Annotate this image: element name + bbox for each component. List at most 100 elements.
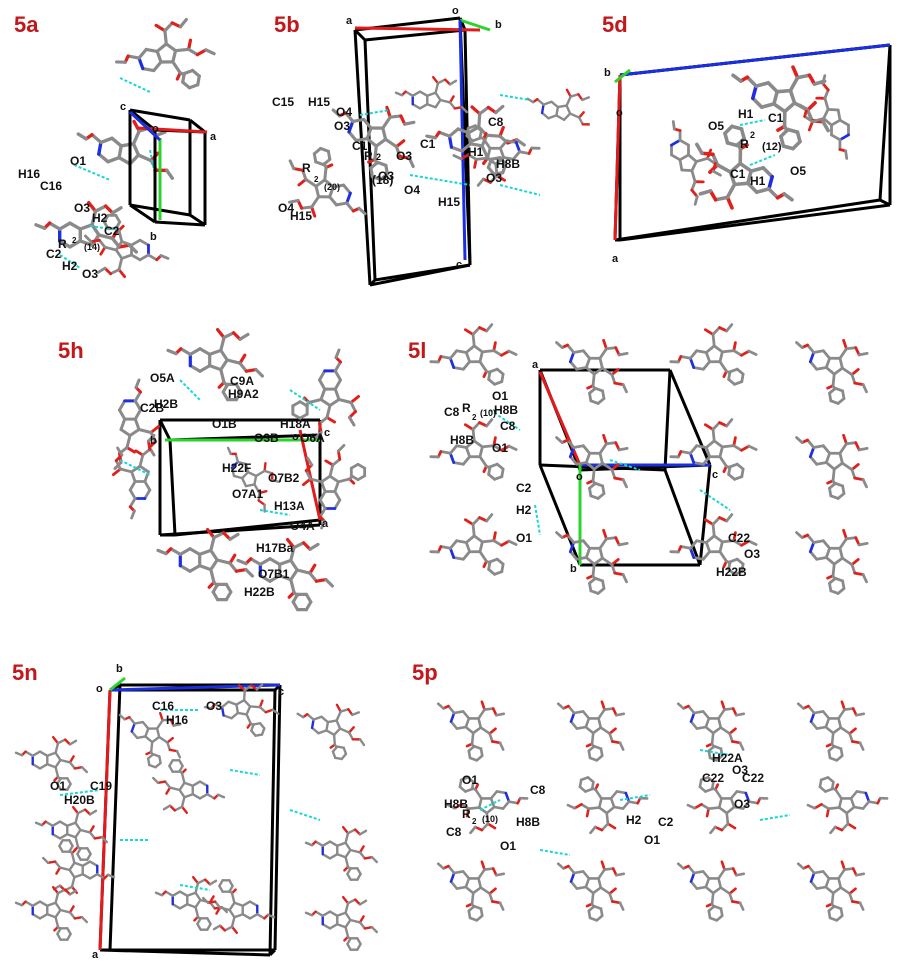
atom-label: C16 bbox=[40, 179, 62, 193]
bond bbox=[584, 461, 596, 471]
bond bbox=[575, 461, 588, 466]
bond bbox=[707, 806, 721, 810]
bond bbox=[459, 153, 470, 161]
bond bbox=[138, 464, 150, 474]
bond bbox=[159, 711, 164, 722]
bond bbox=[439, 450, 452, 455]
bond bbox=[152, 60, 163, 73]
bond bbox=[117, 144, 123, 160]
bond bbox=[206, 917, 212, 926]
bond bbox=[580, 803, 590, 810]
bond bbox=[218, 906, 231, 912]
bond bbox=[449, 145, 464, 153]
bond bbox=[492, 349, 503, 357]
molecule bbox=[14, 735, 89, 791]
bond bbox=[599, 747, 604, 758]
bond bbox=[732, 444, 743, 452]
bond bbox=[310, 718, 315, 730]
unit-cell-edge bbox=[129, 108, 156, 132]
bond bbox=[798, 103, 809, 111]
bond bbox=[344, 911, 352, 922]
molecule bbox=[670, 120, 722, 206]
bond bbox=[241, 913, 252, 920]
bond bbox=[188, 347, 202, 356]
bond bbox=[821, 710, 831, 720]
bond bbox=[772, 102, 787, 114]
bond bbox=[328, 398, 341, 407]
bond bbox=[839, 907, 844, 918]
bond bbox=[116, 446, 124, 457]
bond bbox=[850, 373, 857, 385]
bond bbox=[449, 720, 459, 730]
bond bbox=[271, 708, 280, 715]
bond bbox=[304, 841, 314, 847]
atom-label: O3 bbox=[486, 171, 502, 185]
bond bbox=[719, 907, 724, 918]
bond bbox=[584, 717, 591, 729]
bond bbox=[150, 735, 161, 744]
panel-title-5d: 5d bbox=[602, 12, 628, 37]
bond bbox=[747, 800, 760, 805]
bond bbox=[198, 793, 209, 800]
bond bbox=[245, 705, 252, 716]
bond bbox=[119, 142, 136, 148]
axis-label: a bbox=[612, 253, 619, 265]
bond bbox=[718, 550, 728, 563]
bond bbox=[141, 720, 150, 730]
bond bbox=[690, 188, 699, 199]
molecule bbox=[669, 418, 758, 481]
bond bbox=[830, 133, 842, 142]
bond bbox=[258, 722, 266, 730]
bond bbox=[584, 877, 591, 889]
bond bbox=[448, 546, 456, 559]
bond bbox=[328, 474, 340, 484]
atom-label: O3 bbox=[378, 169, 394, 183]
bond bbox=[728, 170, 737, 187]
bond bbox=[701, 710, 711, 720]
bond bbox=[242, 699, 252, 708]
bond bbox=[461, 870, 471, 880]
bond bbox=[138, 253, 150, 262]
bond bbox=[333, 378, 342, 391]
bond bbox=[566, 438, 576, 449]
bond bbox=[488, 892, 494, 903]
bond bbox=[807, 120, 814, 132]
bond bbox=[857, 351, 869, 357]
bond bbox=[178, 564, 192, 573]
bond bbox=[692, 870, 705, 875]
bond bbox=[725, 182, 737, 200]
bond bbox=[346, 865, 352, 871]
bond bbox=[208, 364, 223, 372]
bond bbox=[317, 195, 332, 199]
bond bbox=[349, 395, 360, 404]
bond bbox=[472, 439, 484, 449]
bond bbox=[591, 886, 603, 895]
bond bbox=[592, 461, 604, 471]
bond bbox=[707, 717, 720, 720]
bond bbox=[694, 156, 709, 163]
bond bbox=[213, 900, 222, 909]
bond bbox=[485, 418, 494, 428]
bond bbox=[175, 749, 182, 759]
bond bbox=[806, 438, 816, 449]
atom-label: (20) bbox=[324, 182, 340, 192]
unit-cell-edge bbox=[168, 439, 177, 536]
axis-label: b bbox=[604, 67, 611, 79]
bond bbox=[461, 360, 472, 371]
bond bbox=[138, 453, 145, 468]
bond bbox=[137, 56, 145, 71]
bond bbox=[447, 864, 456, 875]
bond bbox=[669, 360, 680, 364]
bond bbox=[236, 460, 248, 466]
bond bbox=[609, 797, 616, 809]
bond bbox=[502, 156, 515, 161]
bond bbox=[867, 800, 880, 805]
bond bbox=[587, 717, 600, 720]
molecule bbox=[296, 703, 366, 761]
bond bbox=[603, 867, 615, 871]
atom-label: C22 bbox=[742, 771, 764, 785]
bond bbox=[565, 95, 572, 107]
bond bbox=[555, 436, 564, 444]
